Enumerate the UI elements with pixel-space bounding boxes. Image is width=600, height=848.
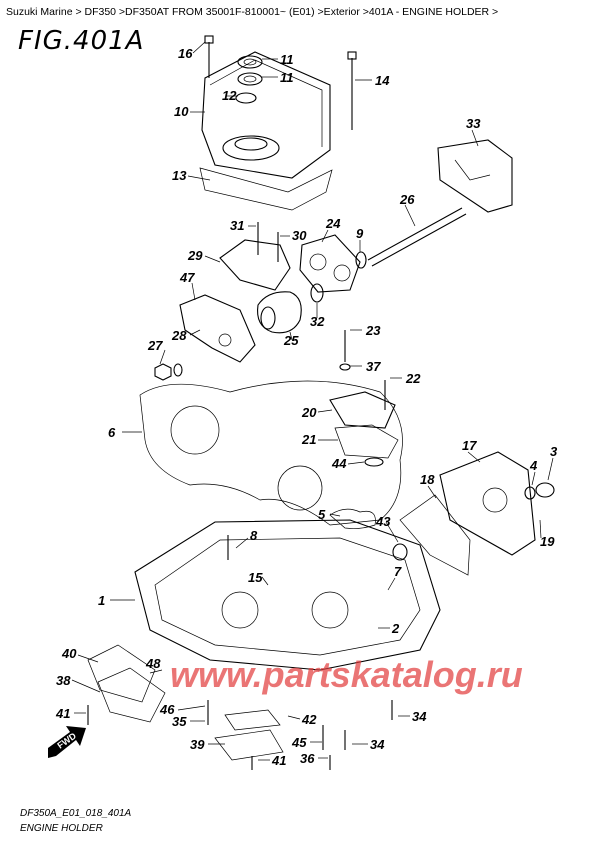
drawing-code: DF350A_E01_018_401A [20,808,132,819]
part-43 [392,543,408,561]
callout-9: 9 [356,226,364,241]
callout-41b: 41 [271,753,286,768]
callout-1: 1 [98,593,105,608]
callout-44: 44 [331,456,347,471]
callout-12: 12 [222,88,237,103]
housing-17 [439,451,536,556]
callout-14: 14 [375,73,390,88]
callout-18: 18 [420,472,435,487]
callout-43: 43 [375,514,391,529]
callout-33: 33 [466,116,481,131]
callout-34: 34 [412,709,427,724]
callout-45: 45 [291,735,307,750]
part-33 [437,139,513,213]
callout-5: 5 [318,507,326,522]
callout-13: 13 [172,168,187,183]
part-29 [219,239,291,291]
gasket-18 [399,494,471,576]
callout-25: 25 [283,333,299,348]
callout-3: 3 [550,444,558,459]
callout-16: 16 [178,46,193,61]
callout-36: 36 [300,751,315,766]
callout-38: 38 [56,673,71,688]
rod-26 [367,207,463,261]
callout-48: 48 [145,656,161,671]
callout-40: 40 [61,646,77,661]
callout-37: 37 [366,359,381,374]
callout-46: 46 [159,702,175,717]
callout-32: 32 [310,314,325,329]
cap-3 [535,482,555,498]
nut-27 [154,363,172,381]
part-cover-10 [201,51,331,179]
callout-21: 21 [301,432,316,447]
callout-30: 30 [292,228,307,243]
callout-34b: 34 [370,737,385,752]
ring-44 [364,457,384,467]
gasket-39 [214,729,284,761]
ring-32 [310,283,324,303]
callout-22: 22 [405,371,421,386]
washer-9 [355,251,367,269]
callout-35: 35 [172,714,187,729]
gasket-21 [334,424,399,459]
callout-28: 28 [171,328,187,343]
callout-15: 15 [248,570,263,585]
callout-24: 24 [325,216,341,231]
callout-23: 23 [365,323,381,338]
part-28 [179,294,256,363]
gasket-38 [97,667,166,723]
callout-7: 7 [394,564,402,579]
callout-4: 4 [529,458,538,473]
gasket-40 [87,644,156,703]
callout-47: 47 [179,270,195,285]
ring-4 [524,486,536,500]
callout-8: 8 [250,528,258,543]
part-20 [329,391,396,429]
gasket-6 [139,380,403,526]
callout-10: 10 [174,104,189,119]
callout-39: 39 [190,737,205,752]
callout-27: 27 [147,338,163,353]
callout-17: 17 [462,438,477,453]
figure-title: FIG.401A [18,26,145,56]
callout-6: 6 [108,425,116,440]
part-24 [299,234,361,293]
callout-31: 31 [230,218,244,233]
callout-26: 26 [399,192,415,207]
callout-19: 19 [540,534,555,549]
part-seals-11 [235,55,263,104]
callout-42: 42 [301,712,317,727]
callout-11: 11 [280,52,294,67]
breadcrumb: Suzuki Marine > DF350 >DF350AT FROM 3500… [6,6,499,18]
callout-41: 41 [55,706,70,721]
callout-11b: 11 [280,70,294,85]
engine-holder-1 [134,519,441,671]
watermark: www.partskatalog.ru [170,654,523,695]
callout-29: 29 [187,248,203,263]
callout-2: 2 [391,621,400,636]
gasket-13 [199,167,333,211]
gasket-5 [329,508,376,529]
callout-20: 20 [301,405,317,420]
fwd-arrow-icon [48,726,86,758]
caption: ENGINE HOLDER [20,823,103,834]
